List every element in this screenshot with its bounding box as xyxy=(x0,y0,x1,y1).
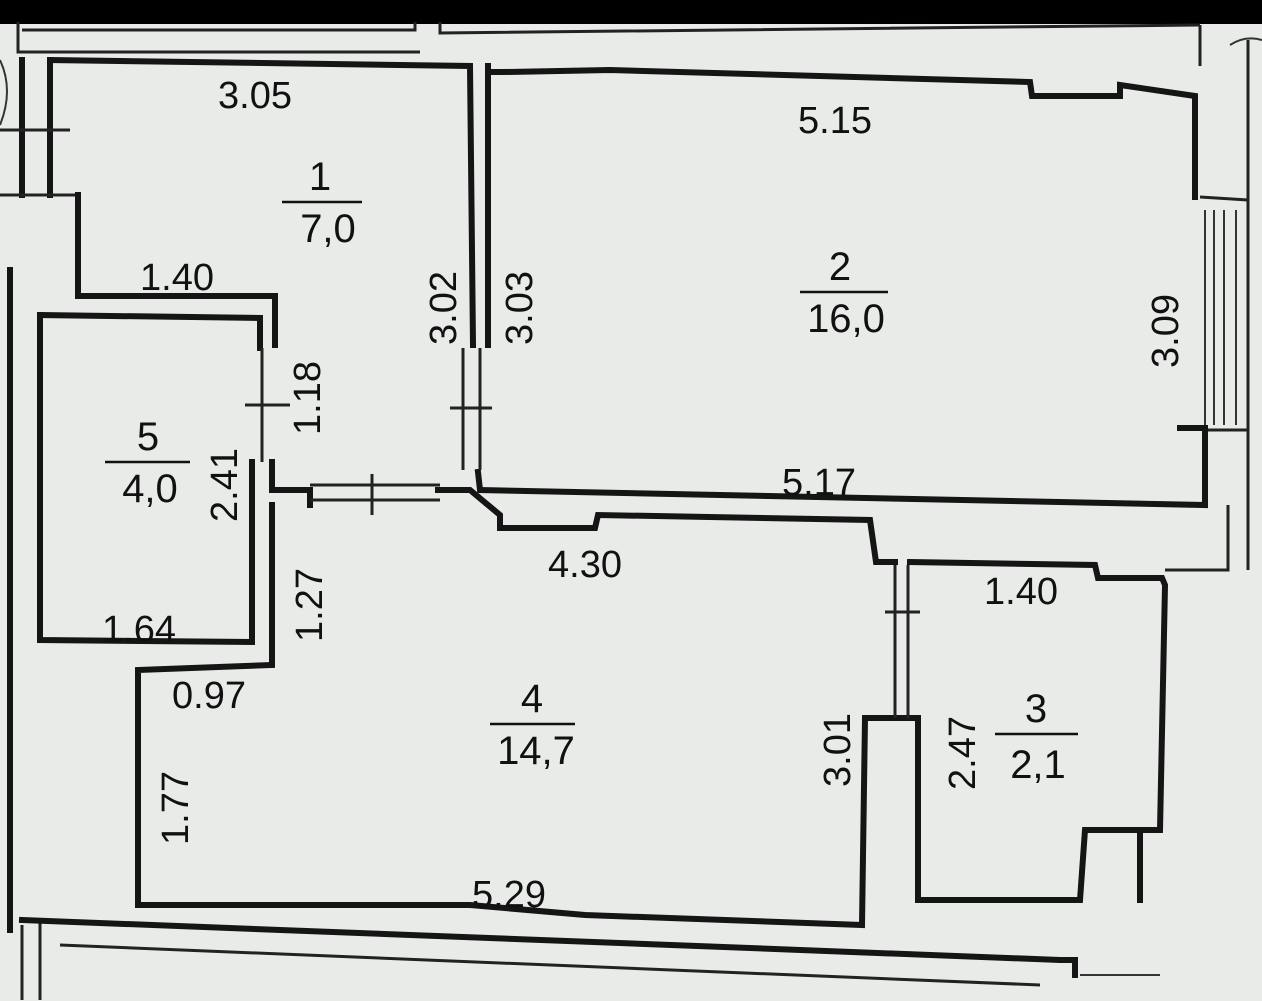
room-label-3: 3 2,1 xyxy=(995,687,1078,787)
dim-r4-notch: 0.97 xyxy=(172,675,246,717)
dim-r4-left-upper: 1.27 xyxy=(289,568,331,642)
dim-r5-bottom: 1.64 xyxy=(102,609,176,651)
dim-r1-top: 3.05 xyxy=(218,75,292,117)
dim-r2-top: 5.15 xyxy=(798,100,872,142)
room-1-area: 7,0 xyxy=(300,207,356,251)
paper-sheet xyxy=(0,22,1262,1001)
room-4-number: 4 xyxy=(521,677,543,721)
room-3-area: 2,1 xyxy=(1010,743,1066,787)
room-1-number: 1 xyxy=(309,155,331,199)
room-2-walls xyxy=(474,40,1250,570)
dim-r1-bottom: 1.40 xyxy=(140,257,214,299)
room-label-1: 1 7,0 xyxy=(282,155,362,251)
room-4-walls xyxy=(135,459,921,929)
dim-r3-left: 2.47 xyxy=(942,716,984,790)
room-2-number: 2 xyxy=(829,245,851,289)
room-3-number: 3 xyxy=(1025,687,1047,731)
room-label-5: 5 4,0 xyxy=(105,415,190,511)
dim-r4-bottom: 5.29 xyxy=(472,874,546,916)
dim-r4-right: 3.01 xyxy=(817,713,859,787)
room-label-4: 4 14,7 xyxy=(490,677,575,773)
room-label-2: 2 16,0 xyxy=(800,245,888,341)
left-exterior-wall xyxy=(0,57,80,1000)
top-black-band xyxy=(0,0,1262,24)
room-5-area: 4,0 xyxy=(122,467,178,511)
door-room1-room2 xyxy=(450,348,492,470)
room-1-walls xyxy=(46,56,477,349)
dim-r1-right: 3.02 xyxy=(423,271,465,345)
dim-r2-bottom: 5.17 xyxy=(782,462,856,504)
dim-r2-left: 3.03 xyxy=(499,271,541,345)
bottom-corridor-lines xyxy=(18,916,1160,987)
room-3-walls xyxy=(885,505,1230,903)
top-corridor-lines xyxy=(16,22,1262,66)
dim-r2-right: 3.09 xyxy=(1145,294,1187,368)
dim-r4-top: 4.30 xyxy=(548,544,622,586)
room-5-walls xyxy=(36,311,290,646)
dim-r4-left-lower: 1.77 xyxy=(155,771,197,845)
dim-r3-top: 1.40 xyxy=(984,571,1058,613)
room-5-number: 5 xyxy=(137,415,159,459)
room-4-area: 14,7 xyxy=(497,729,575,773)
dim-r5-door: 1.18 xyxy=(287,361,329,435)
dim-r5-right: 2.41 xyxy=(204,448,246,522)
room-2-area: 16,0 xyxy=(807,297,885,341)
